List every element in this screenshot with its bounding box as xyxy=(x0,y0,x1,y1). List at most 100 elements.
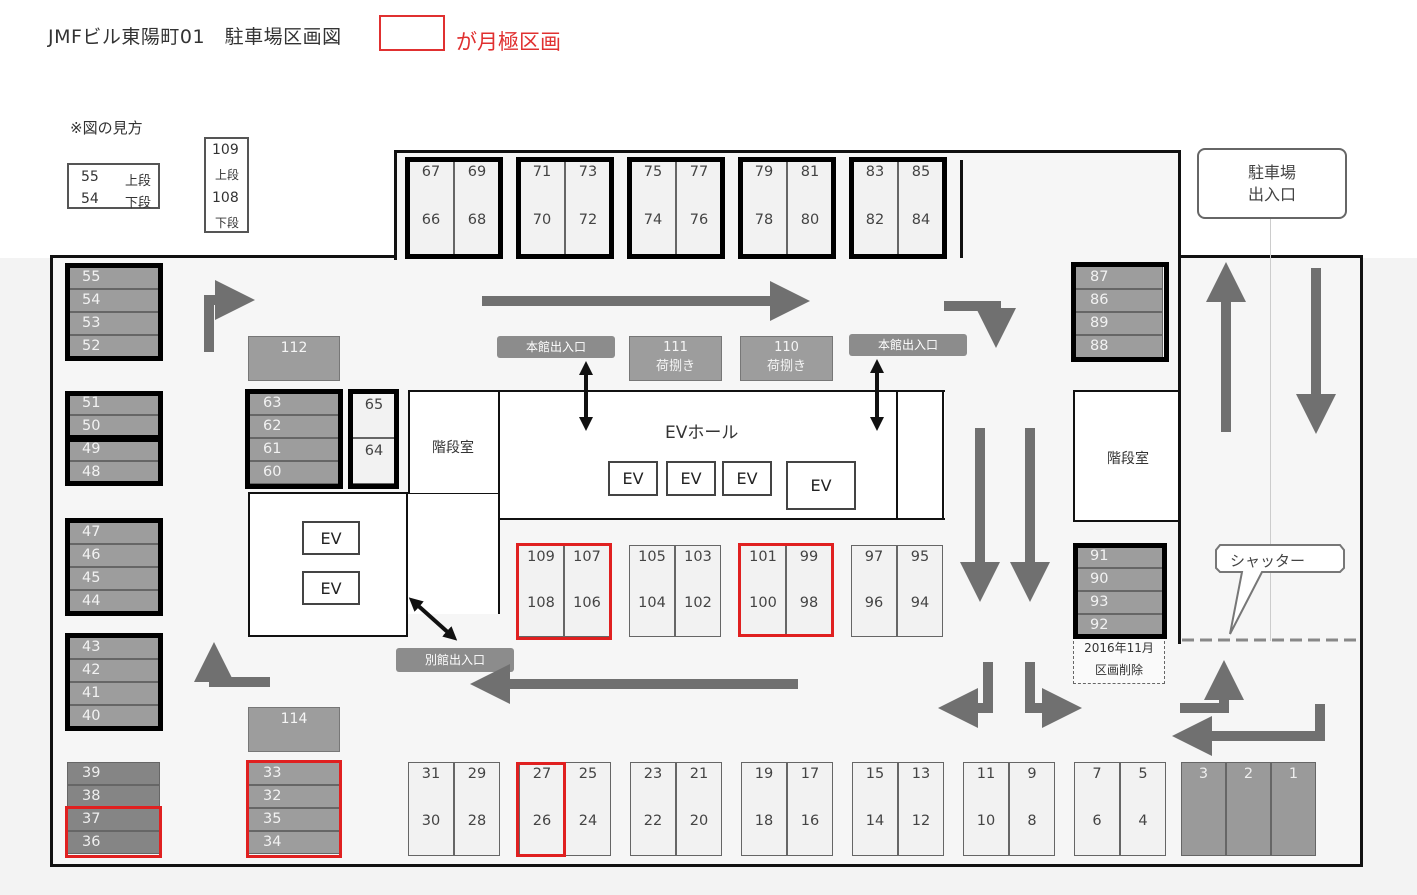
space-number: 46 xyxy=(82,547,101,563)
space-number: 100 xyxy=(749,595,777,611)
space-number: 109 xyxy=(527,549,555,565)
space-number: 11 xyxy=(976,766,996,782)
arrow-turn-up-entrance xyxy=(1180,660,1244,713)
parking-space-34: 34 xyxy=(248,831,340,854)
space-number: 64 xyxy=(364,443,384,459)
space-number: 18 xyxy=(754,813,774,829)
space-number: 107 xyxy=(573,549,601,565)
parking-space-36: 36 xyxy=(67,831,160,854)
space-number: 9 xyxy=(1027,766,1037,782)
space-number: 99 xyxy=(799,549,819,565)
parking-space-86: 86 xyxy=(1075,289,1163,312)
parking-space-61: 61 xyxy=(248,438,340,461)
parking-space-64: 64 xyxy=(351,438,397,484)
space-number: 22 xyxy=(643,813,663,829)
space-number: 34 xyxy=(263,834,282,850)
space-number: 36 xyxy=(82,834,101,850)
space-number: 82 xyxy=(865,212,885,228)
parking-space-39: 39 xyxy=(67,762,160,785)
space-number: 24 xyxy=(578,813,598,829)
parking-space-89: 89 xyxy=(1075,312,1163,335)
arrow-turn-right-exit xyxy=(1025,662,1082,728)
parking-space-54: 54 xyxy=(67,289,160,312)
sample-upper-label: 上段 xyxy=(125,174,152,189)
parking-space-107-106: 107 106 xyxy=(564,545,610,637)
loading-number: 111 xyxy=(663,340,688,355)
space-number: 32 xyxy=(263,788,282,804)
space-number: 67 xyxy=(421,164,441,180)
legend-sample-vertical: 109 上段 108 下段 xyxy=(204,137,249,233)
ramp-divider-wall xyxy=(1178,150,1181,644)
space-number: 68 xyxy=(467,212,487,228)
space-number: 96 xyxy=(864,595,884,611)
ev-hall-label: EVホール xyxy=(665,423,739,443)
parking-space-23-22: 23 22 xyxy=(630,762,676,856)
space-number: 1 xyxy=(1288,766,1299,782)
space-number: 47 xyxy=(82,524,101,540)
parking-space-11-10: 11 10 xyxy=(963,762,1009,856)
loading-space-110: 110 荷捌き xyxy=(740,336,833,381)
space-number: 30 xyxy=(421,813,441,829)
space-number: 73 xyxy=(578,164,598,180)
parking-space-101-100: 101 100 xyxy=(740,545,786,637)
top-bay-divider xyxy=(960,160,963,258)
space-number: 4 xyxy=(1138,813,1148,829)
shutter-callout xyxy=(1215,544,1345,635)
space-number: 84 xyxy=(911,212,931,228)
ev-room-left xyxy=(248,492,408,637)
space-number: 74 xyxy=(643,212,663,228)
elevator-2: EV xyxy=(666,461,716,496)
parking-space-49: 49 xyxy=(67,438,160,461)
loading-number: 110 xyxy=(774,340,799,355)
space-number: 101 xyxy=(749,549,777,565)
space-number: 8 xyxy=(1027,813,1037,829)
space-number: 37 xyxy=(82,811,101,827)
space-number: 93 xyxy=(1090,594,1109,610)
space-number: 103 xyxy=(684,549,712,565)
space-114: 114 xyxy=(248,707,340,752)
space-number: 76 xyxy=(689,212,709,228)
space-number: 20 xyxy=(689,813,709,829)
ev-hall-inner-wall xyxy=(896,392,898,520)
space-number: 54 xyxy=(82,292,101,308)
space-number: 23 xyxy=(643,766,663,782)
elevator-1: EV xyxy=(608,461,658,496)
space-number: 79 xyxy=(754,164,774,180)
space-number: 10 xyxy=(976,813,996,829)
space-number: 3 xyxy=(1198,766,1209,782)
space-number: 65 xyxy=(364,397,384,413)
space-number: 80 xyxy=(800,212,820,228)
space-number: 2 xyxy=(1243,766,1254,782)
stairs-label: 階段室 xyxy=(1107,451,1149,467)
legend-note: が月極区画 xyxy=(456,30,561,54)
space-number: 43 xyxy=(82,639,101,655)
sample-upper-number: 109 xyxy=(212,142,239,158)
space-number: 28 xyxy=(467,813,487,829)
space-number: 52 xyxy=(82,338,101,354)
space-number: 48 xyxy=(82,464,101,480)
loading-label: 荷捌き xyxy=(655,359,695,374)
space-number: 31 xyxy=(421,766,441,782)
page-title: JMFビル東陽町01 駐車場区画図 xyxy=(48,26,342,48)
space-number: 88 xyxy=(1090,338,1109,354)
arrow-turn-bottomleft xyxy=(194,642,270,687)
space-number: 78 xyxy=(754,212,774,228)
space-number: 53 xyxy=(82,315,101,331)
space-number: 15 xyxy=(865,766,885,782)
parking-space-3: 3 xyxy=(1181,762,1226,856)
space-number: 60 xyxy=(263,464,282,480)
arrow-turn-topright xyxy=(944,301,1016,348)
space-number: 33 xyxy=(263,765,282,781)
space-number: 106 xyxy=(573,595,601,611)
